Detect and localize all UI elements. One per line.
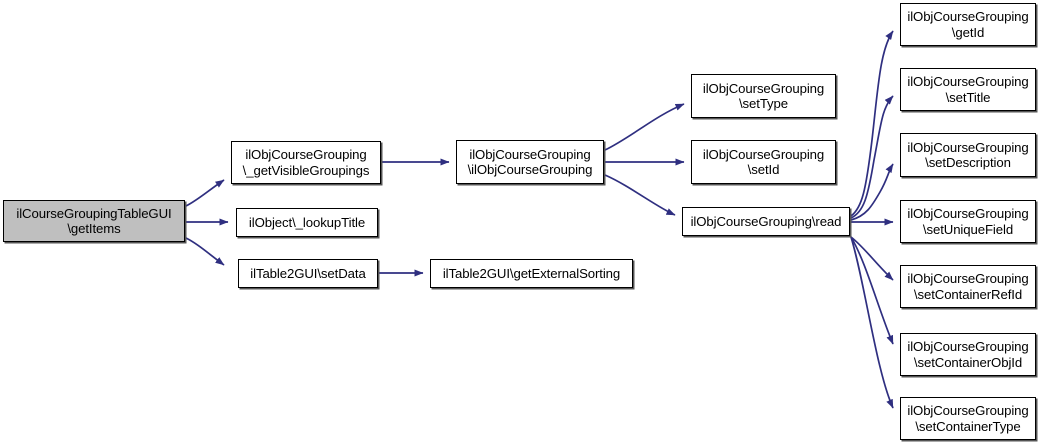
graph-node-label: ilObjCourseGrouping \setType	[702, 80, 825, 112]
graph-node-label: ilTable2GUI\setData	[250, 265, 366, 281]
graph-node[interactable]: ilTable2GUI\getExternalSorting	[430, 259, 633, 288]
graph-node[interactable]: ilTable2GUI\setData	[238, 259, 378, 288]
graph-node-label: ilObjCourseGrouping \setContainerRefId	[907, 271, 1029, 302]
graph-node[interactable]: ilObjCourseGrouping \setContainerType	[900, 397, 1036, 440]
graph-node[interactable]: ilCourseGroupingTableGUI \getItems	[3, 200, 185, 242]
graph-edge	[850, 236, 894, 345]
graph-edge	[850, 236, 894, 409]
graph-node[interactable]: ilObjCourseGrouping \ilObjCourseGrouping	[456, 140, 604, 184]
graph-edge	[604, 174, 676, 216]
graph-node-label: ilCourseGroupingTableGUI \getItems	[16, 205, 172, 237]
graph-node[interactable]: ilObjCourseGrouping \setDescription	[900, 133, 1036, 177]
graph-node-label: ilObjCourseGrouping \setTitle	[907, 74, 1029, 105]
graph-edge	[850, 163, 894, 221]
graph-node-label: ilObjCourseGrouping \getId	[907, 9, 1029, 40]
graph-node-label: ilObjCourseGrouping \setDescription	[907, 139, 1029, 171]
graph-node[interactable]: ilObjCourseGrouping \setContainerRefId	[900, 265, 1036, 308]
graph-edge	[850, 30, 894, 217]
graph-edge	[850, 95, 894, 219]
graph-node[interactable]: ilObjCourseGrouping \setType	[691, 74, 836, 118]
graph-node[interactable]: ilObjCourseGrouping \_getVisibleGrouping…	[231, 141, 381, 184]
graph-node-label: ilObjCourseGrouping \_getVisibleGrouping…	[242, 147, 370, 178]
graph-node[interactable]: ilObjCourseGrouping \setId	[691, 140, 836, 184]
graph-node-label: ilObjCourseGrouping \ilObjCourseGrouping	[467, 146, 593, 178]
graph-node-label: ilObjCourseGrouping \setContainerObjId	[907, 339, 1029, 370]
graph-node-label: ilObjCourseGrouping \setContainerType	[907, 403, 1029, 434]
graph-node-label: ilObject\_lookupTitle	[248, 214, 366, 230]
graph-edge	[185, 237, 225, 266]
graph-node[interactable]: ilObject\_lookupTitle	[236, 208, 378, 237]
graph-node[interactable]: ilObjCourseGrouping \setUniqueField	[900, 200, 1036, 243]
graph-node-label: ilObjCourseGrouping \setId	[702, 146, 825, 178]
graph-node[interactable]: ilObjCourseGrouping \setTitle	[900, 68, 1036, 111]
graph-node[interactable]: ilObjCourseGrouping \setContainerObjId	[900, 333, 1036, 376]
graph-node-label: ilTable2GUI\getExternalSorting	[442, 265, 621, 281]
graph-node[interactable]: ilObjCourseGrouping\read	[682, 207, 850, 236]
graph-node-label: ilObjCourseGrouping\read	[690, 213, 842, 229]
graph-node-label: ilObjCourseGrouping \setUniqueField	[907, 206, 1029, 237]
graph-edge	[850, 236, 894, 281]
graph-node[interactable]: ilObjCourseGrouping \getId	[900, 3, 1036, 46]
graph-edge	[604, 103, 685, 151]
graph-edge	[185, 179, 225, 207]
